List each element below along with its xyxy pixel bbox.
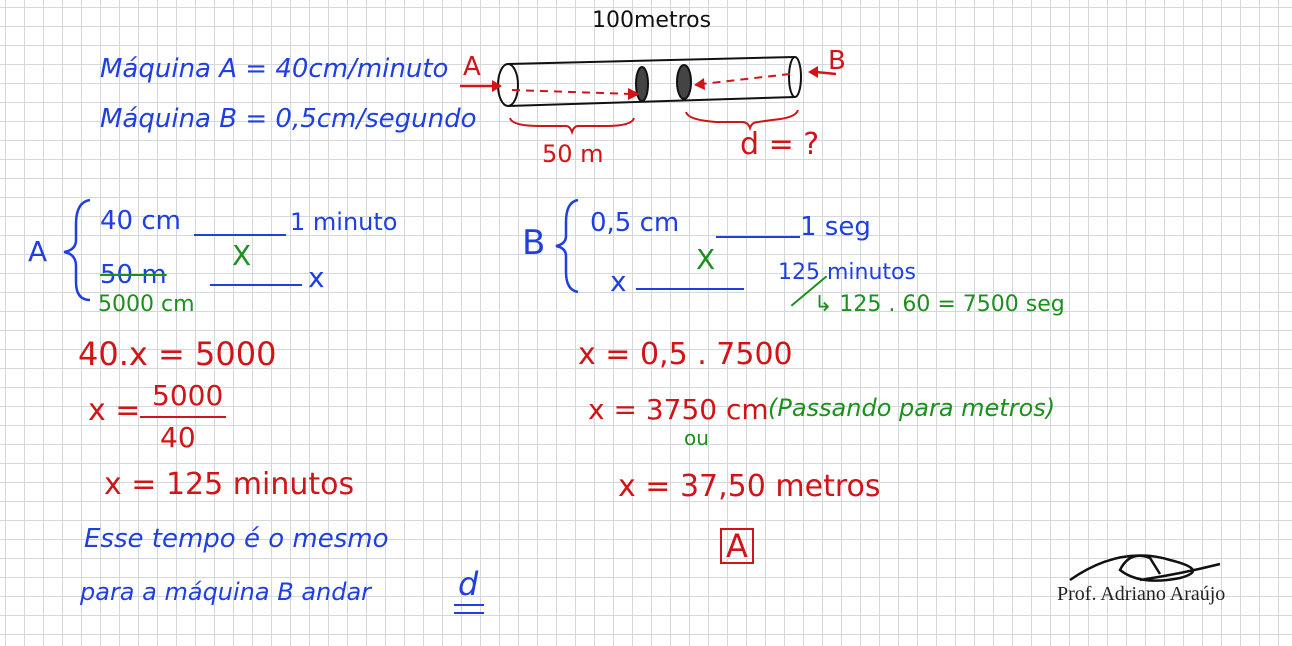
entry-arrow-b-head: [808, 66, 818, 78]
left-brace: [63, 198, 91, 302]
left-step3: x = 125 minutos: [104, 467, 355, 502]
label-b: B: [828, 46, 846, 76]
pipe-right-end: [788, 56, 802, 98]
distance-a: 50 m: [542, 140, 604, 168]
left-row1-line: [194, 234, 286, 236]
pipe-top-edge: [507, 56, 796, 65]
right-step2-note: (Passando para metros): [768, 394, 1056, 422]
d-underline-2: [454, 612, 484, 614]
pipe-bottom-edge: [507, 96, 796, 107]
left-step2-numerator: 5000: [152, 379, 224, 412]
left-step2-lhs: x =: [88, 393, 141, 428]
answer-box: A: [720, 528, 754, 564]
brace-b: [685, 109, 799, 132]
right-row2-right: 125 minutos: [778, 260, 916, 285]
right-step2: x = 3750 cm: [588, 393, 769, 426]
right-step3: x = 37,50 metros: [618, 469, 881, 504]
right-brace-label: B: [522, 223, 546, 263]
left-row2-left: 50 m: [100, 260, 167, 290]
right-conversion: ↳ 125 . 60 = 7500 seg: [814, 292, 1065, 317]
left-row1-right: 1 minuto: [290, 208, 398, 236]
entry-arrow-b: [815, 70, 837, 76]
right-row1-line: [716, 236, 800, 238]
author-credit: Prof. Adriano Araújo: [1057, 583, 1226, 605]
brace-a: [509, 117, 635, 136]
left-step2-denominator: 40: [160, 421, 196, 454]
left-brace-label: A: [28, 235, 48, 268]
fraction-bar: [140, 416, 226, 418]
note-line-1: Esse tempo é o mesmo: [84, 524, 389, 554]
machine-b-shape: [676, 64, 692, 100]
path-a-head: [628, 88, 640, 100]
right-row1-left: 0,5 cm: [590, 208, 680, 238]
note-line-2: para a máquina B andar: [80, 578, 372, 606]
machine-a-rate: Máquina A = 40cm/minuto: [100, 54, 449, 84]
left-cross: X: [232, 239, 252, 272]
left-row2-right: x: [308, 261, 325, 294]
label-a: A: [463, 52, 481, 82]
distance-b: d = ?: [740, 127, 820, 162]
right-brace: [555, 198, 579, 294]
path-b-head: [694, 78, 705, 90]
path-a: [511, 89, 633, 95]
left-step1: 40.x = 5000: [78, 335, 277, 373]
pipe-length-label: 100metros: [592, 8, 712, 33]
or-label: ou: [684, 426, 709, 450]
right-cross: X: [696, 243, 716, 276]
machine-a-shape: [635, 66, 649, 102]
entry-arrow-a-head: [492, 80, 502, 92]
left-row2-line: [210, 284, 302, 286]
left-row1-left: 40 cm: [100, 206, 181, 236]
machine-b-rate: Máquina B = 0,5cm/segundo: [100, 104, 477, 134]
signature: [1069, 554, 1221, 582]
d-underline-1: [454, 604, 484, 606]
pipe-left-end: [497, 63, 519, 107]
note-variable-d: d: [458, 565, 479, 603]
right-row2-left: x: [610, 265, 627, 298]
right-row2-line: [636, 288, 744, 290]
left-conversion: 5000 cm: [98, 292, 195, 317]
right-row1-right: 1 seg: [800, 212, 871, 242]
right-step1: x = 0,5 . 7500: [578, 337, 793, 372]
path-b: [701, 73, 791, 85]
